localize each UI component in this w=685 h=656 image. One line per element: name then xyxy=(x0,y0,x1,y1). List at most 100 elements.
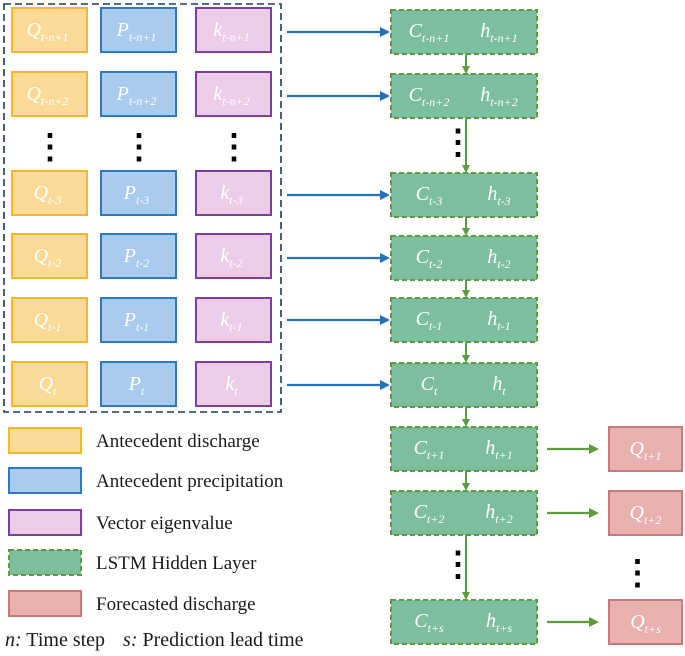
cell-state-label-subscript: t+2 xyxy=(427,512,444,526)
forecast-label: Qt+2 xyxy=(630,502,662,527)
eigenvalue-label-base: k xyxy=(225,373,235,395)
lstm-cell-box xyxy=(390,490,538,536)
discharge-box xyxy=(11,7,88,53)
cell-state-label-subscript: t-n+2 xyxy=(422,95,449,109)
legend-item: Vector eigenvalue xyxy=(8,509,233,536)
precipitation-label-base: P xyxy=(123,245,136,267)
eigenvalue-box xyxy=(195,7,272,53)
precipitation-label-subscript: t-3 xyxy=(136,193,149,207)
precipitation-box xyxy=(100,361,177,407)
forecast-box xyxy=(608,426,683,472)
discharge-label-subscript: t xyxy=(53,384,57,398)
cell-state-label-subscript: t xyxy=(434,384,438,398)
lstm-connector-arrowhead xyxy=(462,165,470,173)
lstm-connector-arrowhead xyxy=(462,419,470,427)
output-arrowhead xyxy=(589,508,599,518)
precipitation-label: Pt-1 xyxy=(123,309,150,334)
eigenvalue-box xyxy=(195,71,272,117)
discharge-label-subscript: t-1 xyxy=(48,320,61,334)
legend-item: Antecedent discharge xyxy=(8,427,260,454)
output-arrowhead xyxy=(589,617,599,627)
eigenvalue-label-base: k xyxy=(213,19,223,41)
forecast-label: Qt+s xyxy=(630,611,661,636)
lstm-ellipsis: ⋮ xyxy=(441,125,475,162)
eigenvalue-label: kt-3 xyxy=(220,182,242,207)
hidden-state-label-subscript: t+1 xyxy=(495,448,512,462)
lstm-connector-arrowhead xyxy=(462,228,470,236)
input-arrowhead xyxy=(380,315,390,325)
cell-state-label-base: C xyxy=(414,501,428,523)
hidden-state-label: ht-1 xyxy=(487,308,510,333)
eigenvalue-label: kt-n+2 xyxy=(213,83,249,108)
legend-swatch xyxy=(8,427,82,454)
discharge-label-base: Q xyxy=(27,19,42,41)
precipitation-box xyxy=(100,233,177,279)
input-arrowhead xyxy=(380,91,390,101)
legend-item: Antecedent precipitation xyxy=(8,467,284,494)
discharge-label-base: Q xyxy=(34,182,49,204)
legend-item: LSTM Hidden Layer xyxy=(8,549,257,576)
legend-swatch xyxy=(8,509,82,536)
input-arrowhead xyxy=(380,190,390,200)
precipitation-label-base: P xyxy=(116,83,129,105)
eigenvalue-label-subscript: t-1 xyxy=(229,320,242,334)
cell-state-label: Ct-2 xyxy=(416,246,443,271)
input-arrowhead xyxy=(380,380,390,390)
legend-label: Forecasted discharge xyxy=(96,594,256,615)
discharge-label-subscript: t-3 xyxy=(48,193,61,207)
hidden-state-label: ht+s xyxy=(486,610,512,635)
lstm-cell-box xyxy=(390,362,538,408)
discharge-box xyxy=(11,297,88,343)
input-ellipsis: ⋮ xyxy=(122,129,156,166)
legend-label: LSTM Hidden Layer xyxy=(96,553,257,574)
lstm-cell-box xyxy=(390,599,538,645)
lstm-cell-box xyxy=(390,297,538,343)
discharge-label-base: Q xyxy=(34,309,49,331)
cell-state-label: Ct+2 xyxy=(414,501,445,526)
legend-label: Vector eigenvalue xyxy=(96,513,233,534)
hidden-state-label: ht-n+2 xyxy=(480,84,517,109)
discharge-label-subscript: t-n+1 xyxy=(41,30,68,44)
cell-state-label-base: C xyxy=(416,246,430,268)
eigenvalue-label-base: k xyxy=(220,309,230,331)
precipitation-label-base: P xyxy=(123,182,136,204)
hidden-state-label-base: h xyxy=(492,373,502,395)
eigenvalue-box xyxy=(195,233,272,279)
precipitation-label-base: P xyxy=(116,19,129,41)
cell-state-label-base: C xyxy=(414,610,428,632)
discharge-label-base: Q xyxy=(39,373,54,395)
input-window-border xyxy=(3,3,282,413)
discharge-label: Qt-n+1 xyxy=(27,19,69,44)
eigenvalue-label: kt-n+1 xyxy=(213,19,249,44)
hidden-state-label-subscript: t-3 xyxy=(497,194,510,208)
precipitation-box xyxy=(100,71,177,117)
hidden-state-label: ht xyxy=(492,373,506,398)
hidden-state-label-base: h xyxy=(487,308,497,330)
cell-state-label: Ct-n+2 xyxy=(409,84,450,109)
discharge-label: Qt-3 xyxy=(34,182,62,207)
input-ellipsis: ⋮ xyxy=(217,129,251,166)
hidden-state-label-base: h xyxy=(480,84,490,106)
forecast-item: Qt+s xyxy=(608,599,683,645)
lstm-connector-arrowhead xyxy=(462,290,470,298)
forecast-label-base: Q xyxy=(630,611,645,633)
discharge-label: Qt xyxy=(39,373,57,398)
legend-swatch xyxy=(8,467,82,494)
cell-state-label-base: C xyxy=(414,437,428,459)
discharge-label-base: Q xyxy=(27,83,42,105)
precipitation-box xyxy=(100,170,177,216)
cell-state-label: Ct+s xyxy=(414,610,444,635)
cell-state-label: Ct-3 xyxy=(416,183,443,208)
precipitation-label-subscript: t xyxy=(141,384,145,398)
